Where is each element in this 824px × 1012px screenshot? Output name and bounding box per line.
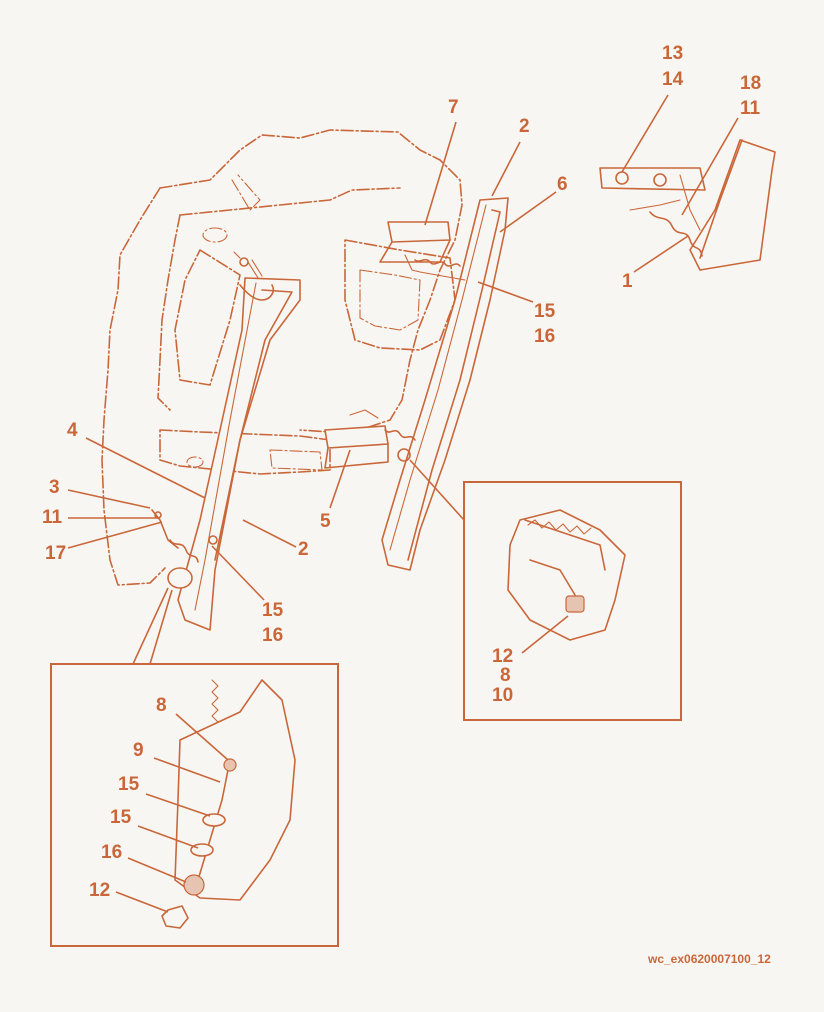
callout-1: 1 — [622, 271, 633, 292]
callout-16-mid: 16 — [262, 625, 284, 646]
callout-15-right: 15 — [534, 301, 556, 322]
callout-12-box: 12 — [492, 646, 514, 667]
detail-left-art — [161, 679, 296, 929]
callout-12-detail: 12 — [89, 880, 111, 901]
callout-10-box: 10 — [492, 685, 514, 706]
detail-box-left — [50, 663, 339, 947]
left-slide-rail — [177, 251, 301, 631]
bracket-5 — [324, 409, 416, 469]
callout-2-mid: 2 — [298, 539, 309, 560]
callout-15-mid: 15 — [262, 600, 284, 621]
callout-2-top: 2 — [519, 116, 530, 137]
detail-right-art — [507, 509, 626, 641]
callout-14: 14 — [662, 69, 684, 90]
callout-4: 4 — [67, 420, 78, 441]
callout-3: 3 — [49, 477, 60, 498]
callout-15-detail-a: 15 — [118, 774, 140, 795]
callout-11-left: 11 — [42, 507, 63, 528]
callout-16-detail: 16 — [101, 842, 123, 863]
callout-15-detail-b: 15 — [110, 807, 132, 828]
callout-5: 5 — [320, 511, 331, 532]
latch-assembly — [599, 139, 776, 271]
callout-8-box: 8 — [500, 665, 511, 686]
frame-outline — [101, 129, 463, 586]
callout-11-top: 11 — [740, 98, 761, 119]
callout-18: 18 — [740, 73, 762, 94]
callout-7: 7 — [448, 97, 459, 118]
callout-9-detail: 9 — [133, 740, 144, 761]
detail-box-right — [463, 481, 682, 721]
callout-16-right: 16 — [534, 326, 556, 347]
leader-lines — [67, 94, 739, 913]
right-slide-rail — [381, 197, 509, 571]
bracket-7 — [379, 221, 466, 281]
cable-and-spring — [151, 509, 218, 589]
callout-8-detail: 8 — [156, 695, 167, 716]
drawing-code: wc_ex0620007100_12 — [648, 952, 771, 966]
callout-13: 13 — [662, 43, 684, 64]
callout-17: 17 — [45, 543, 67, 564]
callout-6: 6 — [557, 174, 568, 195]
